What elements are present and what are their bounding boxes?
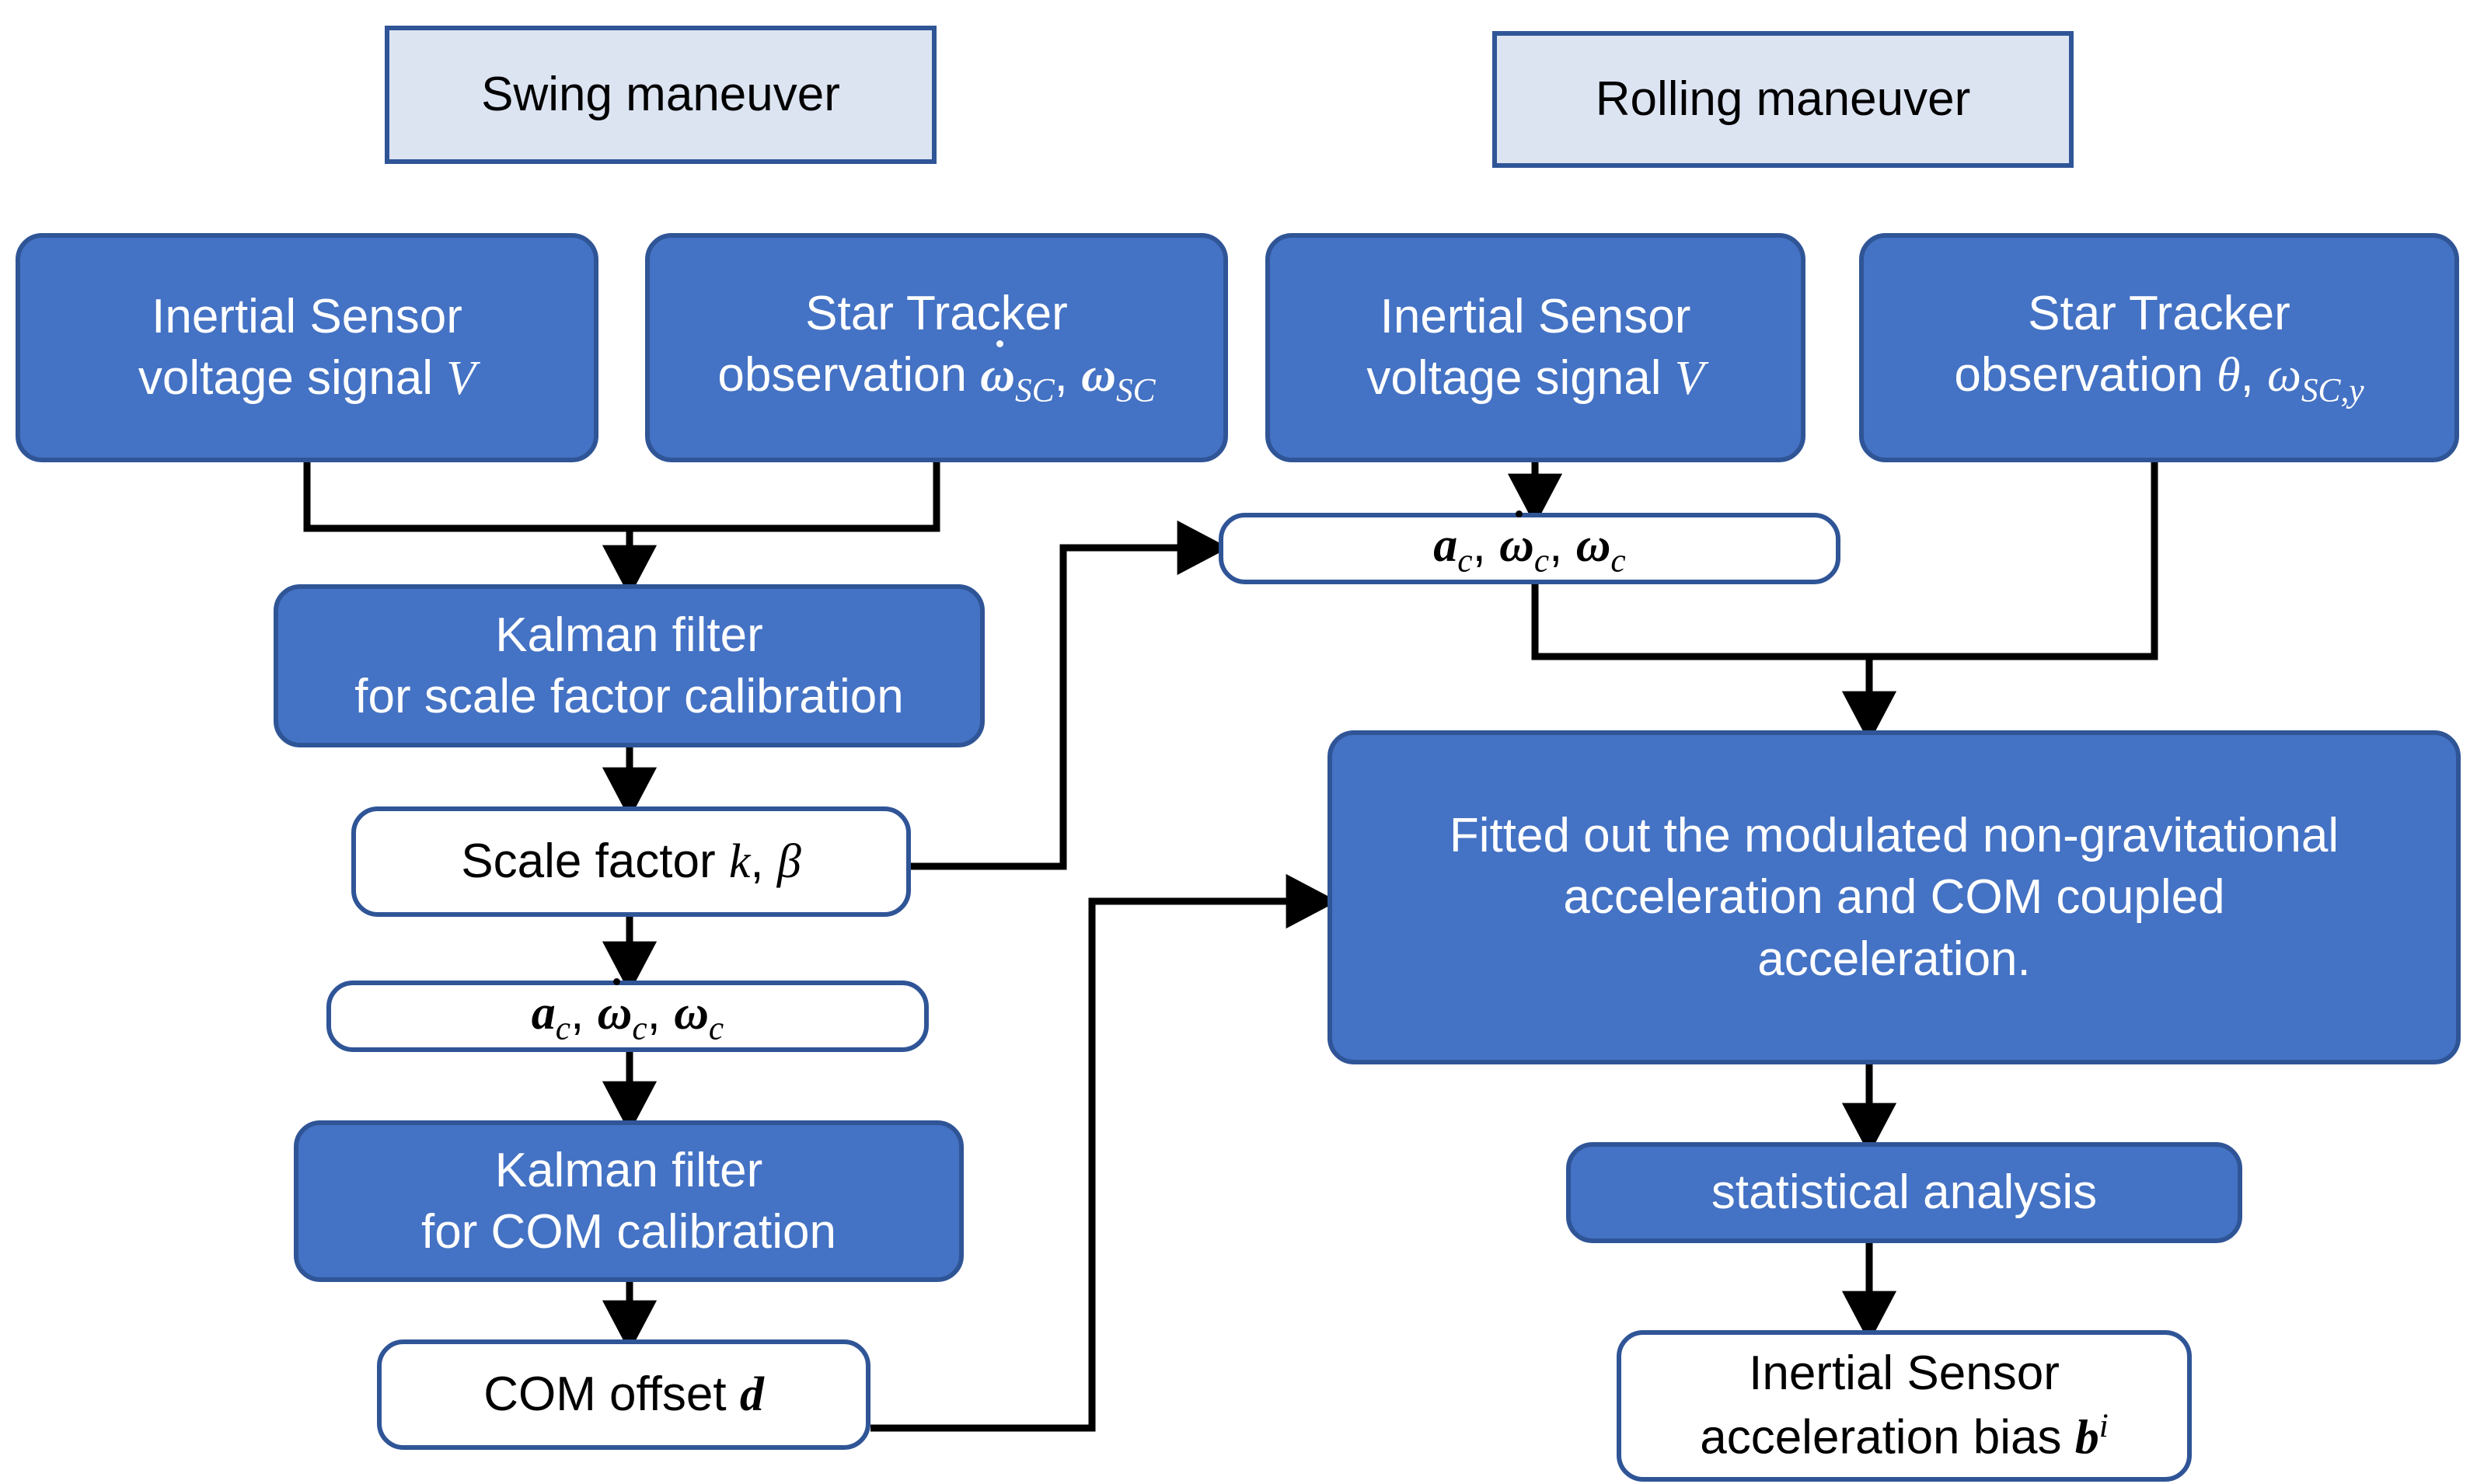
edge-right-ac-to-merge	[1531, 584, 1869, 660]
swing-maneuver-header: Swing maneuver	[385, 26, 937, 164]
fitted-out-label: Fitted out the modulated non-gravitation…	[1449, 808, 2339, 986]
left-corrected-measurements-label: ac, ωc, ωc	[531, 986, 724, 1047]
rolling-maneuver-header-label: Rolling maneuver	[1595, 72, 1971, 127]
right-corrected-measurements-node: ac, ωc, ωc	[1219, 513, 1840, 584]
scale-factor-label: Scale factor k, β	[461, 834, 801, 888]
com-offset-node: COM offset d	[377, 1339, 870, 1450]
swing-maneuver-header-label: Swing maneuver	[481, 68, 840, 122]
edge-rolling-star-to-merge	[1869, 462, 2158, 660]
left-corrected-measurements-node: ac, ωc, ωc	[326, 981, 929, 1052]
rolling-maneuver-header: Rolling maneuver	[1492, 31, 2074, 168]
edge-swing-inertial-to-merge	[303, 462, 630, 532]
edge-swing-star-to-merge	[630, 462, 940, 532]
statistical-analysis-node: statistical analysis	[1566, 1142, 2242, 1243]
statistical-analysis-label: statistical analysis	[1711, 1165, 2098, 1220]
scale-factor-node: Scale factor k, β	[351, 806, 911, 917]
right-corrected-measurements-label: ac, ωc, ωc	[1433, 518, 1626, 580]
fitted-out-node: Fitted out the modulated non-gravitation…	[1327, 730, 2461, 1064]
com-offset-label: COM offset d	[483, 1367, 764, 1421]
